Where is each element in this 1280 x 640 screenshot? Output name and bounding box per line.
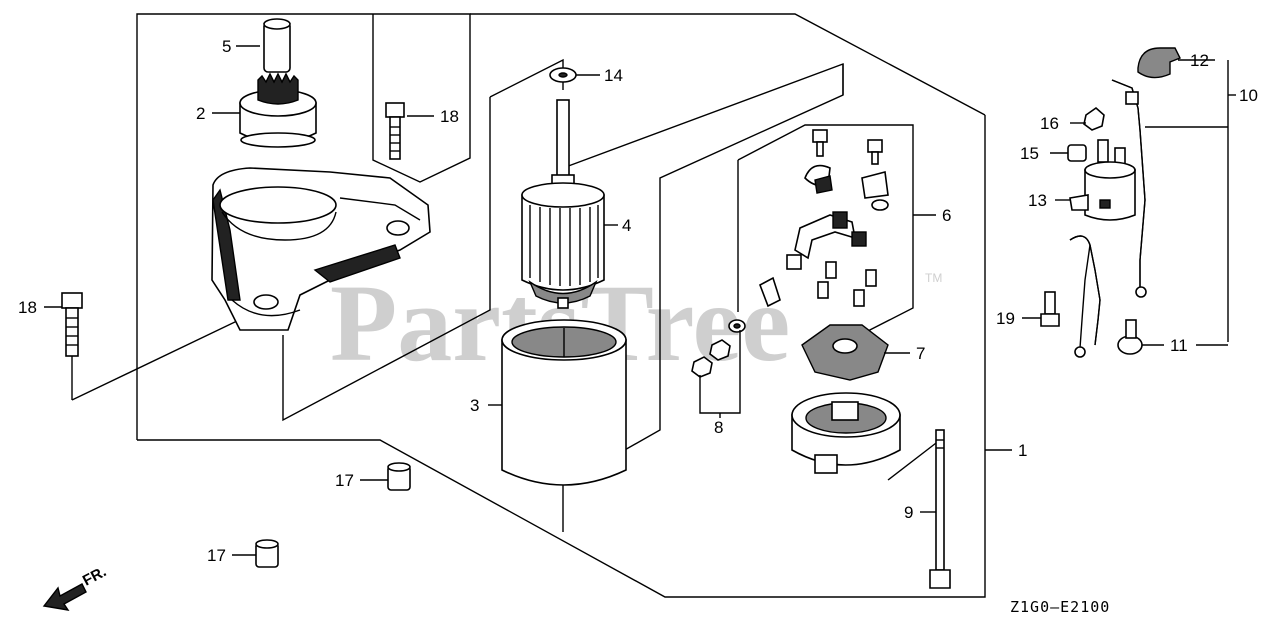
assembly-outline	[71, 13, 1229, 598]
callout-14: 14	[604, 66, 623, 85]
part-4-armature	[521, 99, 605, 309]
part-10-cable	[1111, 79, 1147, 298]
part-3-yoke	[501, 319, 627, 486]
part-rear-cover	[791, 392, 901, 474]
callout-16: 16	[1040, 114, 1059, 133]
callout-17-lower: 17	[207, 546, 226, 565]
callout-labels: 1 2 3 4 5 6 7 8 9 10 11 12 13 14 15 16 1…	[18, 37, 1258, 565]
part-front-cover	[211, 167, 431, 331]
part-19-bolt	[1040, 291, 1060, 327]
part-18-bolt-lower	[61, 292, 83, 357]
callout-11: 11	[1170, 336, 1188, 355]
callout-6: 6	[942, 206, 951, 225]
callout-2: 2	[196, 104, 205, 123]
callout-12: 12	[1190, 51, 1209, 70]
part-9-through-bolt	[929, 429, 951, 589]
front-arrow-icon	[42, 583, 87, 611]
part-12-terminal-boot	[1137, 47, 1181, 79]
callout-8: 8	[714, 418, 723, 437]
callout-10: 10	[1239, 86, 1258, 105]
callout-13: 13	[1028, 191, 1047, 210]
part-18-bolt-upper	[385, 102, 405, 160]
part-17-collar-upper	[387, 462, 411, 491]
callout-5: 5	[222, 37, 231, 56]
part-2-pinion-gear	[239, 72, 317, 148]
callout-7: 7	[916, 344, 925, 363]
callout-4: 4	[622, 216, 631, 235]
callout-18-upper: 18	[440, 107, 459, 126]
part-6-brush-holder	[759, 129, 889, 308]
callout-17-upper: 17	[335, 471, 354, 490]
callout-15: 15	[1020, 144, 1039, 163]
front-label: FR.	[80, 563, 109, 589]
part-7-brush-plate	[801, 324, 889, 381]
watermark-tm: TM	[925, 271, 942, 285]
front-indicator: FR.	[42, 563, 109, 611]
callout-18-lower: 18	[18, 298, 37, 317]
part-15-collar	[1067, 144, 1087, 162]
part-17-collar-lower	[255, 539, 279, 568]
callout-3: 3	[470, 396, 479, 415]
callout-1: 1	[1018, 441, 1027, 460]
part-11-terminal	[1117, 319, 1143, 355]
callout-9: 9	[904, 503, 913, 522]
part-wire-harness	[1069, 235, 1101, 358]
drawing-code: Z1G0–E2100	[1010, 598, 1110, 616]
part-16-nut	[1083, 106, 1105, 131]
leader-lines	[44, 45, 1236, 556]
part-14-washer	[549, 67, 577, 83]
callout-19: 19	[996, 309, 1015, 328]
part-13-solenoid	[1069, 139, 1136, 221]
part-8-nuts	[691, 319, 746, 378]
part-5-collar	[263, 18, 291, 73]
